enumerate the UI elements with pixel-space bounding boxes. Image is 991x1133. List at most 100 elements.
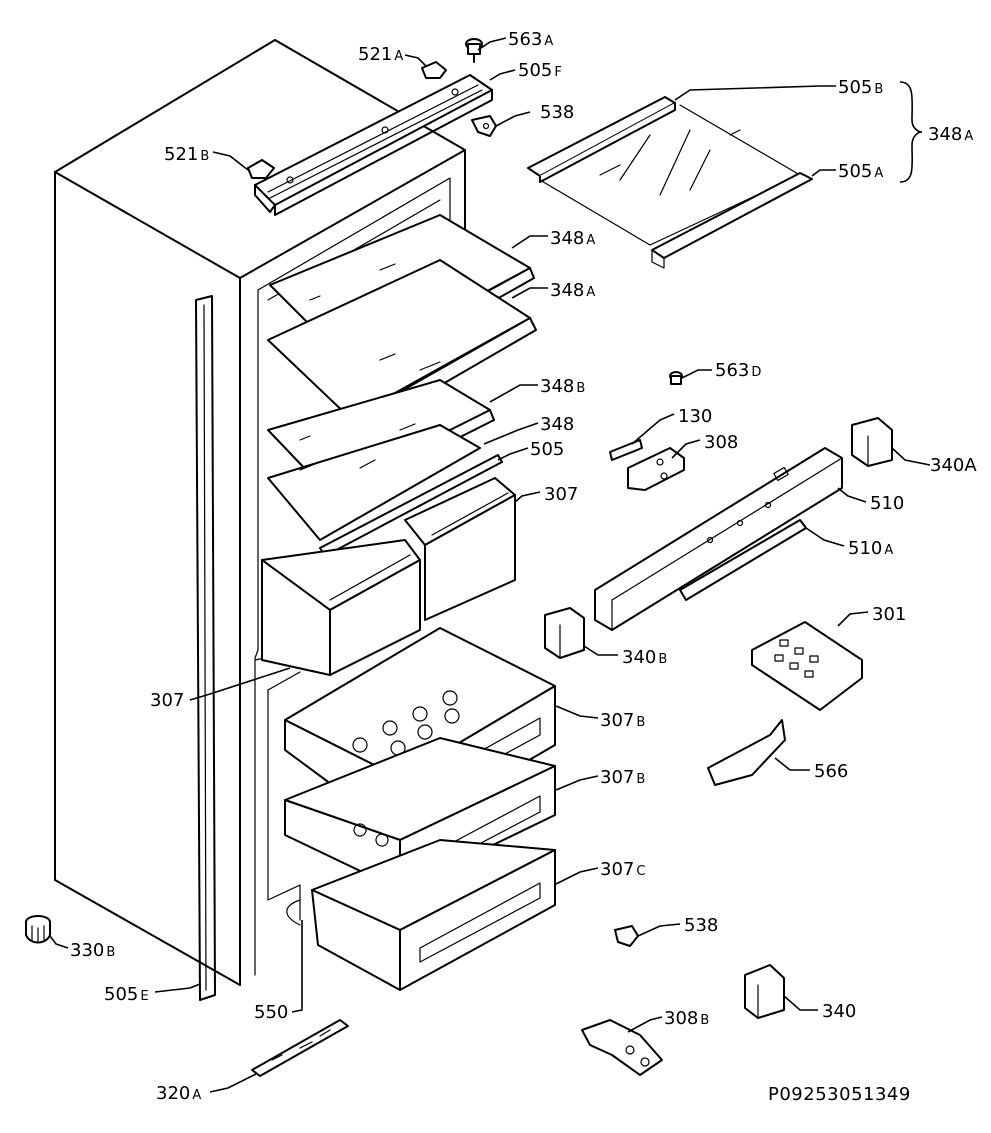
refrigerator-cabinet bbox=[54, 39, 466, 986]
hinge-cap-521a bbox=[421, 61, 447, 79]
callout-number: 348 bbox=[540, 414, 574, 435]
callout-label-c307top: 307 bbox=[544, 484, 578, 505]
callout-number: 538 bbox=[540, 102, 574, 123]
end-cap-340 bbox=[744, 964, 785, 1019]
callout-suffix: F bbox=[554, 65, 561, 80]
control-panel-510 bbox=[594, 447, 843, 631]
callout-suffix: B bbox=[700, 1013, 709, 1028]
callout-number: 566 bbox=[814, 761, 848, 782]
callout-number: 307 bbox=[150, 690, 184, 711]
callout-number: 348 bbox=[540, 376, 574, 397]
callout-number: 538 bbox=[684, 915, 718, 936]
ice-tray-301 bbox=[751, 621, 863, 711]
callout-suffix: A bbox=[964, 129, 973, 144]
callout-number: 307 bbox=[600, 767, 634, 788]
callout-suffix: B bbox=[636, 715, 645, 730]
callout-number: 510 bbox=[870, 493, 904, 514]
callout-label-c340a: 340A bbox=[930, 455, 977, 476]
callout-suffix: B bbox=[636, 772, 645, 787]
callout-number: 505 bbox=[838, 161, 872, 182]
callout-number: 348 bbox=[550, 228, 584, 249]
callout-number: 521 bbox=[358, 44, 392, 65]
callout-label-c130: 130 bbox=[678, 406, 712, 427]
door-gasket-505e bbox=[195, 295, 216, 1001]
callout-suffix: D bbox=[751, 365, 761, 380]
drawing-reference-code: P09253051349 bbox=[768, 1084, 911, 1105]
callout-label-c301: 301 bbox=[872, 604, 906, 625]
callout-number: 307 bbox=[600, 710, 634, 731]
callout-label-c340: 340 bbox=[822, 1001, 856, 1022]
callout-number: 550 bbox=[254, 1002, 288, 1023]
leader-lines bbox=[49, 37, 931, 1093]
ice-scraper-566 bbox=[707, 719, 786, 786]
hinge-plate-320a bbox=[251, 1019, 349, 1077]
callout-suffix: B bbox=[200, 149, 209, 164]
callout-label-c538bot: 538 bbox=[684, 915, 718, 936]
bracket-538-top bbox=[471, 115, 497, 137]
callout-label-c505: 505 bbox=[530, 439, 564, 460]
callout-suffix: A bbox=[586, 285, 595, 300]
part-130 bbox=[609, 439, 643, 461]
callout-number: 505 bbox=[838, 77, 872, 98]
callout-suffix: C bbox=[636, 864, 645, 879]
callout-number: 563 bbox=[715, 360, 749, 381]
bracket-538-bottom bbox=[614, 925, 639, 947]
callout-suffix: A bbox=[884, 543, 893, 558]
callout-number: 348 bbox=[550, 280, 584, 301]
callout-suffix: B bbox=[106, 945, 115, 960]
callout-number: 130 bbox=[678, 406, 712, 427]
callout-number: 320 bbox=[156, 1083, 190, 1104]
callout-number: 308 bbox=[664, 1008, 698, 1029]
callout-label-c566: 566 bbox=[814, 761, 848, 782]
callout-suffix: E bbox=[140, 989, 148, 1004]
callout-suffix: A bbox=[394, 49, 403, 64]
top-cover-505f bbox=[254, 74, 493, 216]
hinge-308b bbox=[581, 1019, 663, 1076]
glass-shelf-assembly-348a bbox=[527, 96, 813, 269]
crisper-drawer-307-right bbox=[404, 477, 516, 621]
callout-number: 505 bbox=[518, 60, 552, 81]
callout-label-c307left: 307 bbox=[150, 690, 184, 711]
callout-suffix: B bbox=[658, 652, 667, 667]
callout-number: 301 bbox=[872, 604, 906, 625]
hinge-pin-563a bbox=[465, 38, 483, 63]
callout-suffix: A bbox=[874, 166, 883, 181]
callout-number: 308 bbox=[704, 432, 738, 453]
callout-number: 510 bbox=[848, 538, 882, 559]
callout-number: 340 bbox=[822, 1001, 856, 1022]
hinge-cap-521b bbox=[247, 159, 275, 179]
callout-label-c538top: 538 bbox=[540, 102, 574, 123]
callout-number: 307 bbox=[600, 859, 634, 880]
callout-suffix: B bbox=[874, 82, 883, 97]
hinge-308 bbox=[627, 447, 685, 491]
foot-330b bbox=[25, 915, 51, 944]
end-cap-340b bbox=[544, 607, 585, 659]
callout-number: 505 bbox=[530, 439, 564, 460]
callout-label-c348: 348 bbox=[540, 414, 574, 435]
callout-number: 330 bbox=[70, 940, 104, 961]
callout-label-c308: 308 bbox=[704, 432, 738, 453]
callout-label-c550: 550 bbox=[254, 1002, 288, 1023]
callout-suffix: A bbox=[586, 233, 595, 248]
callout-number: 340 bbox=[622, 647, 656, 668]
callout-label-c510: 510 bbox=[870, 493, 904, 514]
freezer-basket-307c bbox=[311, 839, 556, 991]
